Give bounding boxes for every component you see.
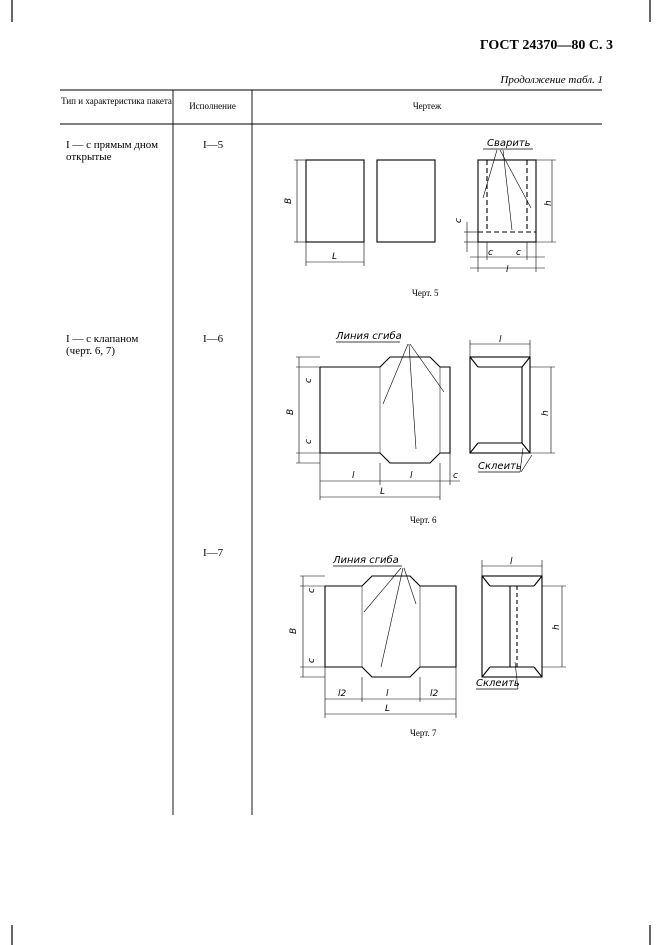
column-header-type: Тип и характеристика пакета xyxy=(61,96,172,106)
fig5-dim-c-left: c xyxy=(488,248,493,258)
row1-type-line2: открытые xyxy=(66,151,112,163)
fig7-dim-B: B xyxy=(289,628,299,634)
fig6-dim-l-top: l xyxy=(499,335,502,345)
fig7-dim-l2-left: l2 xyxy=(338,689,347,699)
fig6-dim-c-bottom: c xyxy=(304,439,314,444)
fig7-dim-c-top: c xyxy=(307,588,317,593)
page-header-standard: ГОСТ 24370—80 С. 3 xyxy=(479,38,613,53)
fig6-dim-c-top: c xyxy=(304,378,314,383)
fig7-dim-l2-right: l2 xyxy=(430,689,439,699)
row3-variant: I—7 xyxy=(203,547,224,559)
fig6-dim-l-left: l xyxy=(352,471,355,481)
column-header-variant: Исполнение xyxy=(189,101,236,111)
fig5-dim-L: L xyxy=(332,252,337,262)
fig6-dim-L: L xyxy=(380,487,385,497)
fig7-dim-h: h xyxy=(552,624,562,630)
row2-type-line2: (черт. 6, 7) xyxy=(66,345,116,357)
fig5-dim-l: l xyxy=(506,265,509,275)
fig7-dim-c-bottom: c xyxy=(307,658,317,663)
fig7-fold-label: Линия сгиба xyxy=(332,554,399,566)
fig6-dim-c-right: c xyxy=(453,471,458,481)
fig7-dim-L: L xyxy=(385,704,390,714)
table-continuation-note: Продолжение табл. 1 xyxy=(500,74,603,86)
row2-variant: I—6 xyxy=(203,333,224,345)
fig6-fold-label: Линия сгиба xyxy=(335,330,402,342)
fig5-dim-h: h xyxy=(544,200,554,206)
fig6-dim-B: B xyxy=(286,409,296,415)
row1-type-line1: I — с прямым дном xyxy=(66,139,159,151)
fig7-glue-label: Склеить xyxy=(476,678,520,689)
fig6-glue-label: Склеить xyxy=(478,461,522,472)
fig6-dim-l-mid: l xyxy=(410,471,413,481)
caption-fig5: Черт. 5 xyxy=(412,288,439,298)
fig5-weld-label: Сварить xyxy=(487,138,531,149)
caption-fig6: Черт. 6 xyxy=(410,515,437,525)
column-header-drawing: Чертеж xyxy=(412,101,442,111)
fig5-dim-B: B xyxy=(284,198,294,204)
fig7-dim-l-mid: l xyxy=(386,689,389,699)
fig5-dim-c-vert: c xyxy=(454,218,464,223)
row2-type-line1: I — с клапаном xyxy=(66,333,139,345)
fig5-dim-c-right: c xyxy=(516,248,521,258)
fig6-dim-h: h xyxy=(541,410,551,416)
row1-variant: I—5 xyxy=(203,139,224,151)
fig7-dim-l-top: l xyxy=(510,557,513,567)
caption-fig7: Черт. 7 xyxy=(410,728,437,738)
